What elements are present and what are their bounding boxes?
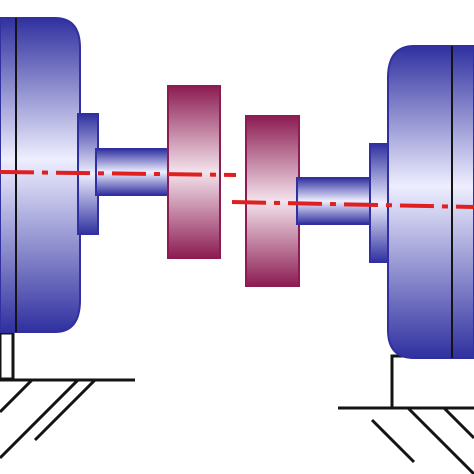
left-foundation — [0, 331, 135, 460]
left-coupling-half — [167, 85, 221, 259]
left-foundation-block — [0, 331, 15, 381]
right-foundation — [338, 354, 474, 474]
left-hatch-2 — [0, 378, 80, 460]
left-hatch-1 — [0, 378, 34, 414]
right-axis-centerline — [231, 200, 474, 209]
left-hatch-3 — [33, 378, 97, 442]
right-machine — [369, 45, 474, 359]
right-foundation-block — [390, 354, 474, 410]
left-axis-centerline — [0, 170, 237, 177]
right-shaft — [296, 177, 373, 225]
right-hatch-2 — [406, 406, 474, 474]
right-machine-body — [387, 45, 474, 359]
right-hatch-1 — [370, 418, 416, 464]
left-machine-body — [0, 17, 81, 333]
right-hatch-3 — [442, 406, 474, 440]
left-machine — [0, 17, 99, 333]
